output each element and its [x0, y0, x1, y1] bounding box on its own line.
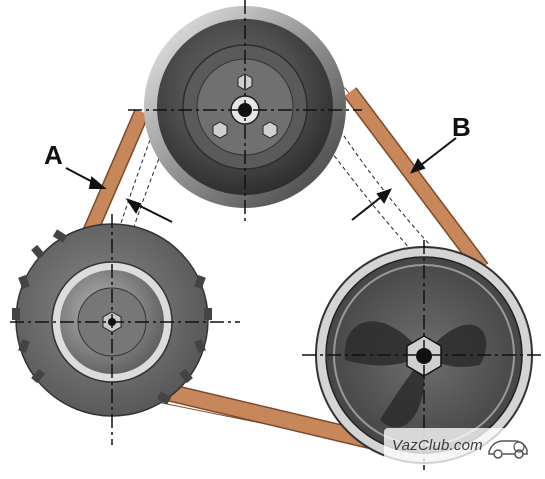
callout-label-b: B [452, 112, 471, 142]
callout-a-arrows [65, 167, 173, 223]
center-lines [10, 0, 545, 470]
callout-b-arrows [351, 137, 457, 221]
watermark-text: VazClub.com [392, 437, 483, 454]
car-logo-icon [488, 440, 528, 459]
watermark: VazClub.com [384, 428, 534, 464]
pump-pulley [315, 246, 533, 464]
callout-label-a: A [44, 140, 63, 170]
